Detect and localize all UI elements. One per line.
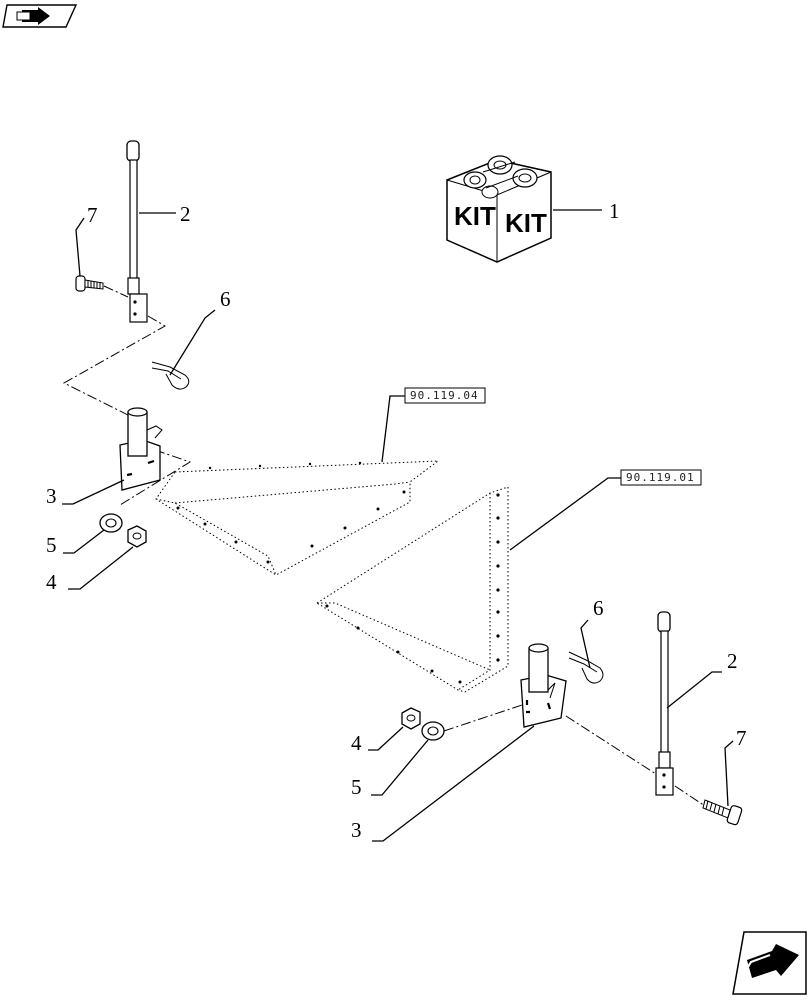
- cotter-pin-right: [568, 651, 604, 684]
- cotter-pin-top: [151, 361, 190, 390]
- rod-top: [126, 140, 148, 323]
- nut-right: [401, 707, 421, 730]
- callout-4-bottom: 4: [351, 731, 362, 755]
- washer-left: [99, 513, 123, 533]
- callout-6-top: 6: [220, 287, 231, 311]
- callout-2-top: 2: [180, 202, 191, 226]
- reference-label-right: 90.119.01: [626, 471, 695, 484]
- reference-label-left: 90.119.04: [410, 389, 479, 402]
- washer-right: [421, 721, 445, 741]
- kit-label-right: KIT: [505, 208, 547, 238]
- book-arrow-icon[interactable]: [2, 4, 78, 28]
- callout-7-bottom: 7: [736, 726, 747, 750]
- callout-4-left: 4: [46, 570, 57, 594]
- kit-box: KIT KIT: [446, 155, 552, 263]
- panel-right: [316, 486, 509, 693]
- nut-left: [127, 525, 147, 548]
- callout-3-bottom: 3: [351, 818, 362, 842]
- bracket-right: [520, 643, 567, 728]
- reference-90-119-04[interactable]: 90.119.04: [404, 387, 486, 404]
- kit-label-left: KIT: [454, 201, 496, 231]
- callout-2-bottom: 2: [727, 649, 738, 673]
- callout-3-left: 3: [46, 484, 57, 508]
- callout-5-bottom: 5: [351, 775, 362, 799]
- bolt-bottom: [702, 799, 743, 826]
- rod-bottom: [655, 611, 674, 796]
- bracket-left: [119, 407, 163, 491]
- callout-1: 1: [609, 199, 620, 223]
- panel-left: [155, 460, 440, 576]
- callout-6-bottom: 6: [593, 596, 604, 620]
- callout-5-left: 5: [46, 533, 57, 557]
- reference-90-119-01[interactable]: 90.119.01: [620, 469, 702, 486]
- next-page-arrow-icon[interactable]: [732, 931, 807, 995]
- bolt-top: [75, 275, 104, 292]
- callout-7-top: 7: [87, 203, 98, 227]
